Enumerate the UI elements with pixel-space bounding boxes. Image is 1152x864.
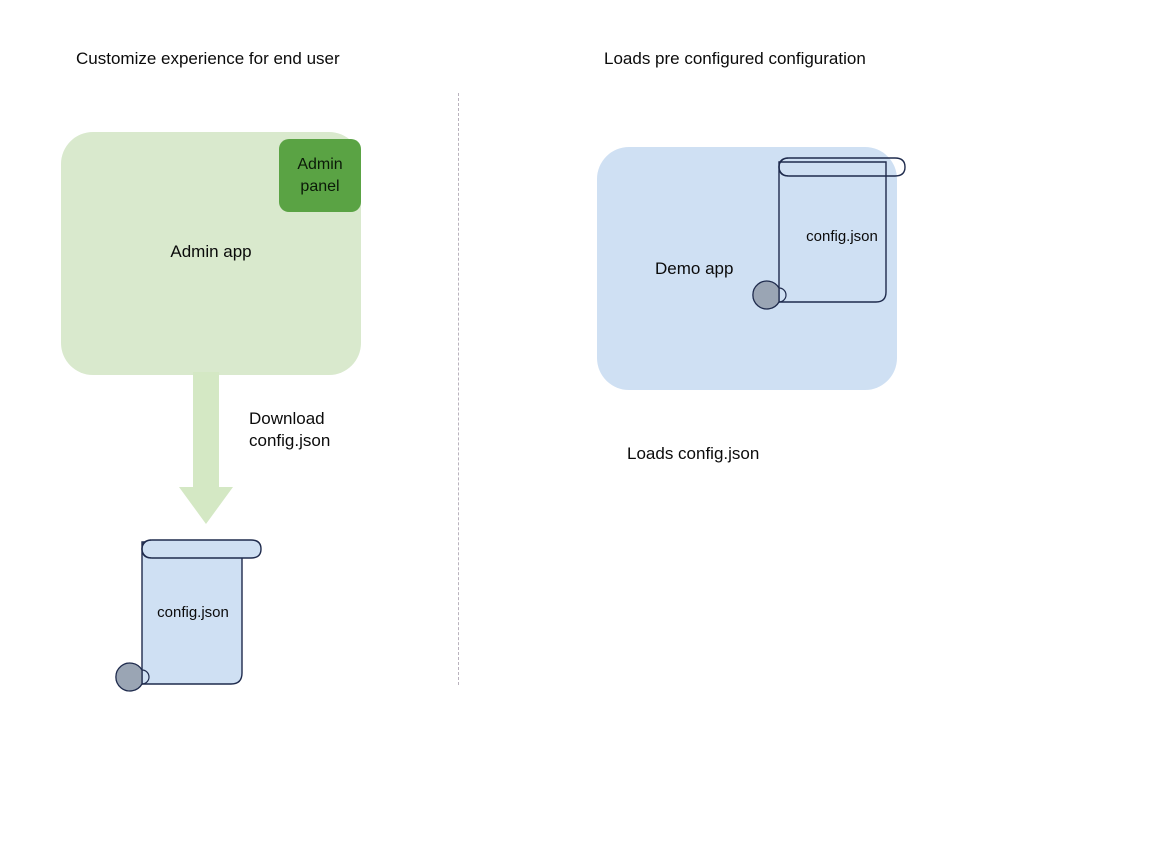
config-json-document-left[interactable]: config.json [115, 528, 270, 693]
download-arrow [176, 372, 236, 527]
loads-config-caption: Loads config.json [627, 444, 760, 463]
admin-panel-label-line2: panel [300, 177, 340, 195]
document-bottom-curl-right [752, 280, 780, 310]
document-bottom-curl-inner-left [141, 669, 150, 685]
document-top-curl-left [141, 539, 152, 559]
demo-app-label: Demo app [655, 259, 734, 278]
download-arrow-label-line1: Download [249, 409, 325, 428]
download-arrow-label-line2: config.json [249, 431, 331, 450]
document-top-roll-left [141, 539, 262, 559]
document-body-right [778, 161, 887, 303]
config-json-label-right: config.json [806, 228, 878, 245]
admin-app-label: Admin app [170, 242, 252, 261]
right-column-title: Loads pre configured configuration [604, 49, 866, 68]
config-json-label-left: config.json [157, 604, 229, 621]
document-body-left [141, 541, 243, 685]
admin-panel-box[interactable]: Admin panel [279, 139, 361, 212]
demo-app-box[interactable]: Demo app [597, 147, 897, 390]
config-json-document-right[interactable]: config.json [752, 150, 915, 315]
document-bottom-curl-inner-right [778, 287, 787, 303]
document-top-curl-right [778, 157, 789, 177]
left-column-title: Customize experience for end user [76, 49, 340, 68]
admin-panel-label-line1: Admin [297, 155, 343, 173]
download-arrow-shape [179, 372, 233, 524]
column-divider [458, 93, 459, 685]
document-bottom-curl-left [115, 662, 143, 692]
